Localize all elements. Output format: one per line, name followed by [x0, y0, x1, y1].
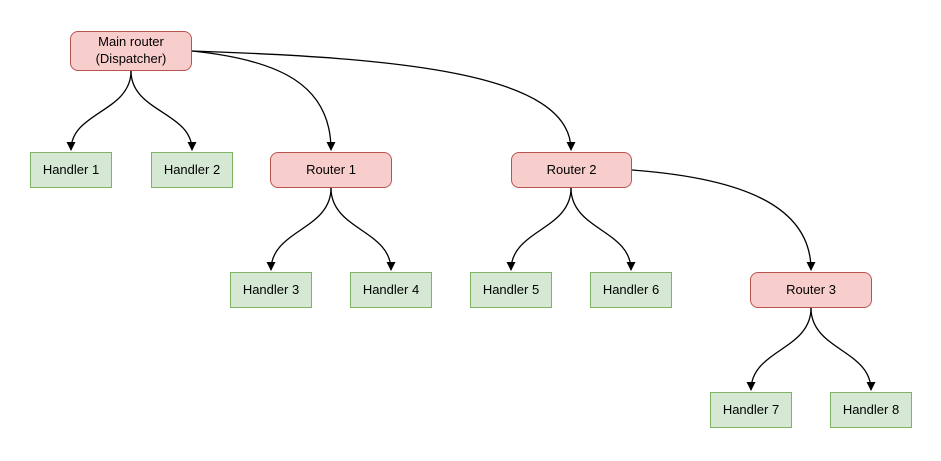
- node-handler-7: Handler 7: [710, 392, 792, 428]
- node-router-1: Router 1: [270, 152, 392, 188]
- node-handler-3: Handler 3: [230, 272, 312, 308]
- node-handler-5: Handler 5: [470, 272, 552, 308]
- node-handler-2-label: Handler 2: [163, 161, 221, 177]
- edge-router-1-to-handler-3: [266, 187, 332, 271]
- edge-router-2-to-handler-5: [506, 187, 572, 271]
- node-handler-7-label: Handler 7: [722, 401, 780, 417]
- node-router-3-label: Router 3: [786, 281, 836, 297]
- node-handler-6: Handler 6: [590, 272, 672, 308]
- edge-main-router-to-handler-2: [130, 70, 197, 151]
- node-handler-4-label: Handler 4: [362, 281, 420, 297]
- node-handler-1-label: Handler 1: [42, 161, 100, 177]
- node-handler-6-label: Handler 6: [602, 281, 660, 297]
- node-main-router: Main router (Dispatcher): [70, 31, 192, 71]
- node-main-router-label: Main router (Dispatcher): [95, 34, 167, 66]
- node-handler-4: Handler 4: [350, 272, 432, 308]
- node-router-1-label: Router 1: [306, 161, 356, 177]
- edge-main-router-to-handler-1: [66, 70, 132, 151]
- node-handler-3-label: Handler 3: [242, 281, 300, 297]
- edge-router-2-to-handler-6: [570, 187, 636, 271]
- node-router-2: Router 2: [511, 152, 632, 188]
- edge-router-1-to-handler-4: [330, 187, 396, 271]
- edge-main-router-to-router-2: [191, 50, 576, 151]
- node-handler-2: Handler 2: [151, 152, 233, 188]
- edge-router-3-to-handler-8: [810, 307, 876, 391]
- node-handler-1: Handler 1: [30, 152, 112, 188]
- node-handler-8: Handler 8: [830, 392, 912, 428]
- node-handler-8-label: Handler 8: [842, 401, 900, 417]
- node-router-2-label: Router 2: [546, 161, 597, 177]
- node-handler-5-label: Handler 5: [482, 281, 540, 297]
- edge-router-2-to-router-3: [631, 169, 816, 271]
- edge-router-3-to-handler-7: [746, 307, 812, 391]
- node-router-3: Router 3: [750, 272, 872, 308]
- edge-main-router-to-router-1: [191, 50, 336, 151]
